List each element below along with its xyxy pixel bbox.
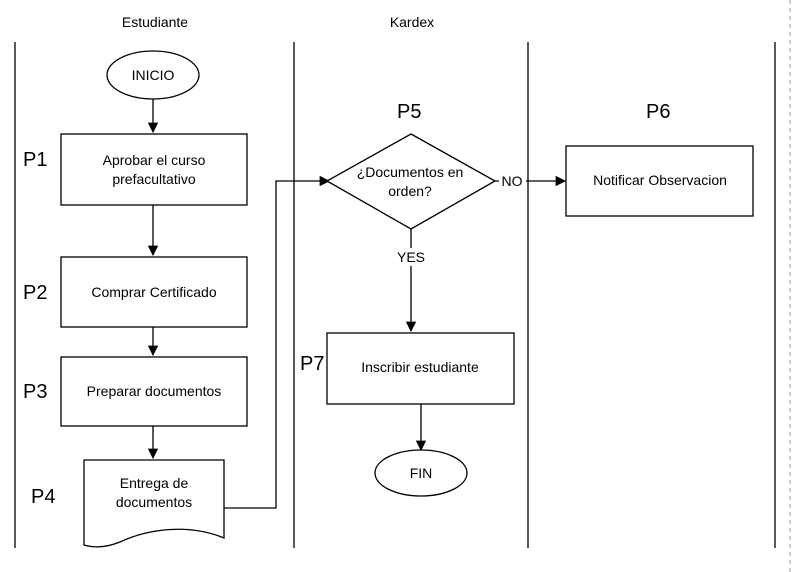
process-inscribir-estudiante-label: Inscribir estudiante — [361, 359, 479, 375]
step-label-p4: P4 — [31, 486, 55, 508]
process-comprar-certificado — [60, 256, 248, 328]
start-node-label: INICIO — [132, 67, 175, 83]
step-label-p2: P2 — [23, 282, 47, 304]
edge-label-yes: YES — [397, 249, 425, 265]
edge-label-yes-bg — [393, 248, 429, 266]
document-entrega-label-2: documentos — [116, 494, 192, 510]
decision-documentos-en-orden — [325, 133, 497, 230]
decision-label-1: ¿Documentos en — [357, 164, 464, 180]
process-aprobar-curso-label-2: prefacultativo — [112, 171, 195, 187]
end-node-label: FIN — [410, 465, 433, 481]
end-node — [374, 449, 468, 497]
edge-entrega-to-decision — [224, 175, 331, 509]
document-entrega-documentos — [83, 459, 225, 548]
step-label-p3: P3 — [23, 381, 47, 403]
decision-label-2: orden? — [388, 183, 432, 199]
process-notificar-observacion — [565, 145, 754, 217]
edge-label-no-bg — [499, 172, 526, 190]
lane-title-estudiante: Estudiante — [122, 14, 188, 30]
process-preparar-documentos-label: Preparar documentos — [87, 383, 222, 399]
step-label-p1: P1 — [23, 149, 47, 171]
step-label-p7: P7 — [300, 353, 324, 375]
step-label-p5: P5 — [397, 101, 421, 123]
process-aprobar-curso — [60, 133, 248, 206]
step-label-p6: P6 — [646, 101, 670, 123]
start-node — [106, 50, 200, 100]
process-inscribir-estudiante — [326, 332, 515, 405]
lane-title-kardex: Kardex — [390, 14, 434, 30]
document-entrega-label-1: Entrega de — [120, 475, 189, 491]
process-notificar-observacion-label: Notificar Observacion — [593, 172, 727, 188]
process-aprobar-curso-label-1: Aprobar el curso — [103, 152, 206, 168]
process-comprar-certificado-label: Comprar Certificado — [91, 284, 216, 300]
process-preparar-documentos — [60, 356, 248, 427]
edge-label-no: NO — [502, 173, 523, 189]
